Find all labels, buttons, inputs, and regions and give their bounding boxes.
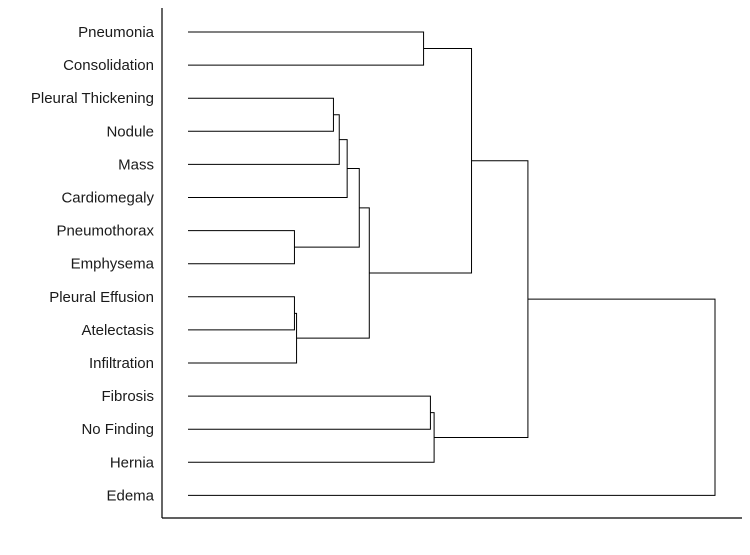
merge-link-c4 [188,230,295,265]
merge-link-c5 [294,168,360,248]
leaf-label: Pleural Effusion [49,289,154,306]
merge-link-c13 [434,160,529,438]
leaf-label: Emphysema [71,256,155,273]
axes [161,8,742,519]
merge-link-c2 [188,114,340,165]
leaf-label: Edema [106,487,154,504]
merge-link-c3 [188,139,348,198]
merge-link-c10 [369,48,473,274]
merge-link-c14 [188,298,716,496]
leaf-label: Mass [118,156,154,173]
leaf-label: Pleural Thickening [31,90,154,107]
merge-link-c11 [188,395,431,430]
leaf-label: Pneumothorax [56,223,154,240]
leaf-label: Pneumonia [78,24,155,41]
leaf-label: Fibrosis [101,388,154,405]
leaf-label: Nodule [106,123,154,140]
merge-link-c12 [188,412,435,463]
merge-link-c7 [188,312,298,364]
leaf-label: Cardiomegaly [61,190,154,207]
leaf-label: Infiltration [89,355,154,372]
leaf-label: Atelectasis [81,322,154,339]
leaf-label: No Finding [81,421,154,438]
merge-link-c1 [188,97,334,132]
leaf-label: Consolidation [63,57,154,74]
merge-link-c6 [188,296,295,331]
merge-link-c8 [296,207,370,339]
dendrogram-links [188,31,716,496]
leaf-label: Hernia [110,454,155,471]
merge-link-c9 [188,31,425,66]
